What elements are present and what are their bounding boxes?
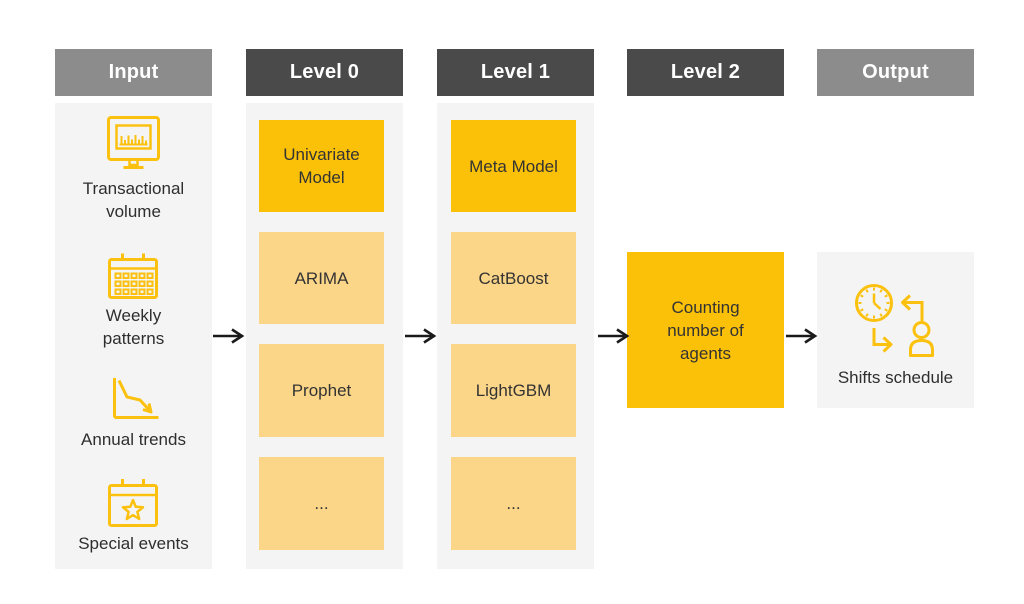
monitor-bar-chart-icon bbox=[105, 114, 162, 176]
column-header-output: Output bbox=[817, 49, 974, 96]
flow-arrow-level0-to-level1 bbox=[404, 326, 438, 351]
column-header-level2: Level 2 bbox=[627, 49, 784, 96]
model-box-arima: ARIMA bbox=[259, 232, 384, 324]
model-box-meta-model: Meta Model bbox=[451, 120, 576, 212]
input-label-transactional-volume: Transactional volume bbox=[82, 179, 185, 221]
column-header-level0: Level 0 bbox=[246, 49, 403, 96]
output-label-shifts-schedule: Shifts schedule bbox=[837, 368, 954, 387]
column-header-input: Input bbox=[55, 49, 212, 96]
shift-rotation-icon bbox=[850, 281, 942, 362]
flow-arrow-level1-to-level2 bbox=[597, 326, 631, 351]
model-box-catboost: CatBoost bbox=[451, 232, 576, 324]
calendar-grid-icon bbox=[106, 252, 160, 307]
model-box-level1-ellipsis: ... bbox=[451, 457, 576, 550]
column-header-level1: Level 1 bbox=[437, 49, 594, 96]
downward-trend-icon bbox=[107, 374, 161, 427]
output-panel bbox=[817, 252, 974, 408]
model-box-prophet: Prophet bbox=[259, 344, 384, 437]
model-box-univariate-model: Univariate Model bbox=[259, 120, 384, 212]
model-box-counting-number-of-agents: Counting number of agents bbox=[627, 252, 784, 408]
flow-arrow-input-to-level0 bbox=[212, 326, 246, 351]
input-column-panel bbox=[55, 103, 212, 569]
input-label-annual-trends: Annual trends bbox=[81, 430, 186, 449]
calendar-star-icon bbox=[106, 477, 160, 534]
model-box-level0-ellipsis: ... bbox=[259, 457, 384, 550]
input-label-special-events: Special events bbox=[78, 534, 189, 553]
flow-arrow-level2-to-output bbox=[785, 326, 819, 351]
model-box-lightgbm: LightGBM bbox=[451, 344, 576, 437]
input-label-weekly-patterns: Weekly patterns bbox=[102, 306, 165, 348]
